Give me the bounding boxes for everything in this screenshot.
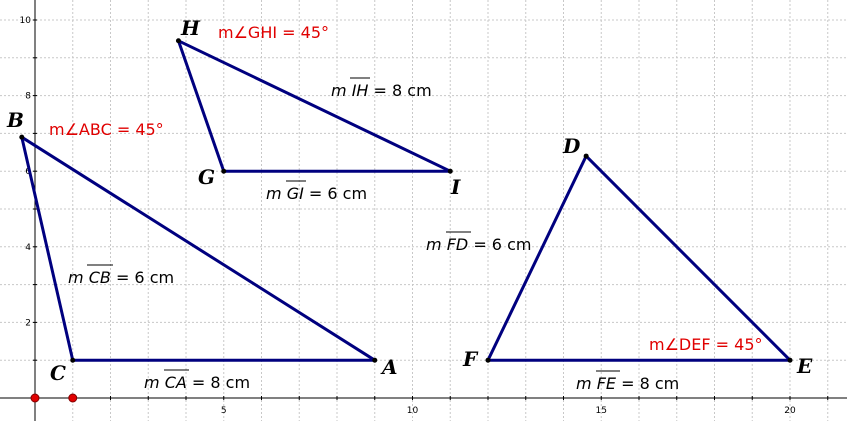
- svg-text:m CB = 6 cm: m CB = 6 cm: [68, 268, 174, 287]
- segment-AB[interactable]: [20, 135, 377, 362]
- angle-DEF-measure: m∠DEF = 45°: [649, 335, 763, 354]
- vertex-H[interactable]: [175, 38, 181, 44]
- vertex-I[interactable]: [447, 168, 453, 174]
- svg-text:m IH = 8 cm: m IH = 8 cm: [331, 81, 432, 100]
- x-tick-label: 10: [407, 406, 419, 416]
- length-IH-measure: m IH = 8 cm: [331, 77, 432, 100]
- vertex-E[interactable]: [787, 357, 793, 363]
- length-GI-measure: m GI = 6 cm: [266, 180, 367, 203]
- angle-GHI-measure: m∠GHI = 45°: [218, 23, 329, 42]
- vertex-F[interactable]: [485, 357, 491, 363]
- vertex-label-H: H: [180, 16, 201, 40]
- segment-GH[interactable]: [176, 39, 226, 173]
- length-CB-measure: m CB = 6 cm: [68, 264, 174, 287]
- y-tick-label: 4: [25, 243, 31, 253]
- vertex-label-I: I: [450, 175, 461, 199]
- length-CA-measure: m CA = 8 cm: [144, 369, 250, 392]
- vertex-label-C: C: [50, 361, 66, 385]
- svg-text:m FD = 6 cm: m FD = 6 cm: [426, 235, 531, 254]
- vertices[interactable]: [19, 38, 793, 363]
- segment-FD[interactable]: [486, 154, 588, 362]
- svg-text:m CA = 8 cm: m CA = 8 cm: [144, 373, 250, 392]
- segment-HI[interactable]: [176, 39, 452, 173]
- triangles[interactable]: [20, 39, 792, 362]
- svg-text:m GI = 6 cm: m GI = 6 cm: [266, 184, 367, 203]
- angle-ABC-measure: m∠ABC = 45°: [49, 120, 164, 139]
- svg-text:m FE = 8 cm: m FE = 8 cm: [576, 374, 679, 393]
- vertex-C[interactable]: [70, 357, 76, 363]
- length-FD-measure: m FD = 6 cm: [426, 231, 531, 254]
- x-tick-label: 15: [596, 406, 607, 416]
- free-point[interactable]: [30, 393, 40, 403]
- free-point[interactable]: [68, 393, 78, 403]
- vertex-A[interactable]: [372, 357, 378, 363]
- x-tick-label: 5: [221, 406, 227, 416]
- x-tick-label: 20: [784, 406, 796, 416]
- vertex-label-A: A: [380, 355, 398, 379]
- vertex-label-G: G: [198, 165, 215, 189]
- vertex-D[interactable]: [583, 153, 589, 159]
- vertex-label-F: F: [462, 347, 479, 371]
- length-FE-measure: m FE = 8 cm: [576, 370, 679, 393]
- y-tick-label: 2: [25, 318, 31, 328]
- vertex-G[interactable]: [221, 168, 227, 174]
- segment-DE[interactable]: [584, 154, 792, 362]
- vertex-label-B: B: [6, 108, 24, 132]
- vertex-label-E: E: [796, 354, 813, 378]
- segment-BC[interactable]: [20, 135, 75, 362]
- y-tick-label: 8: [25, 92, 31, 102]
- vertex-B[interactable]: [19, 134, 25, 140]
- y-tick-label: 10: [20, 16, 32, 26]
- vertex-label-D: D: [562, 134, 581, 158]
- free-points[interactable]: [30, 393, 78, 403]
